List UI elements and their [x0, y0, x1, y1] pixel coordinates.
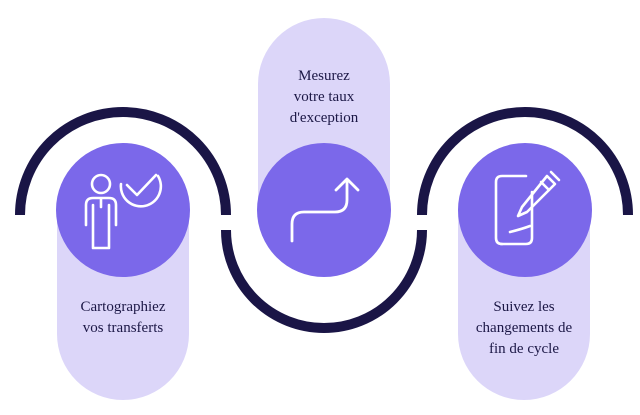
arc-1-top: [15, 107, 231, 216]
step-3-label-line: fin de cycle: [489, 341, 559, 357]
step-2-circle: [257, 143, 391, 277]
step-1-label-line: vos transferts: [82, 320, 164, 336]
step-2-label-line: votre taux: [293, 89, 355, 105]
curved-arrow-up-icon: [290, 177, 360, 243]
step-2-label-line: Mesurez: [298, 68, 350, 84]
step-3-label: Suivez les changements de fin de cycle: [459, 297, 589, 360]
arc-2-bottom: [221, 229, 427, 333]
person-check-icon: [84, 173, 163, 250]
step-1-label: Cartographiez vos transferts: [58, 297, 188, 339]
step-3-circle: [458, 143, 592, 277]
step-2-label-line: d'exception: [289, 110, 359, 126]
step-1-circle: [56, 143, 190, 277]
arc-3-top: [417, 107, 633, 216]
step-3-label-line: changements de: [475, 320, 573, 336]
step-2-label: Mesurez votre taux d'exception: [259, 66, 389, 129]
document-pen-icon: [494, 170, 561, 246]
step-3-label-line: Suivez les: [493, 299, 555, 315]
step-1-label-line: Cartographiez: [80, 299, 166, 315]
